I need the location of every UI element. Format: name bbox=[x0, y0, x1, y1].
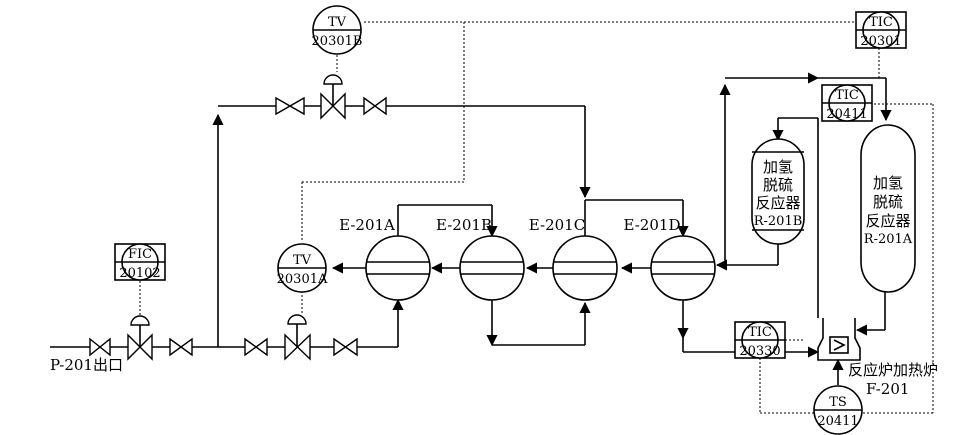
ts20411-label-bottom: 20411 bbox=[817, 414, 858, 429]
tv20301b-label-top: TV bbox=[328, 15, 347, 30]
tv20301a-control-valve bbox=[284, 314, 311, 361]
instrument-tv20301b bbox=[312, 5, 362, 55]
inlet-gate-valve bbox=[89, 337, 111, 357]
tic20330-label-bottom: 20330 bbox=[739, 344, 780, 359]
instrument-tic20330 bbox=[734, 321, 786, 359]
tva-upstream-valve bbox=[244, 337, 268, 357]
reactor-r201a bbox=[860, 124, 916, 293]
instrument-tic20301 bbox=[855, 11, 907, 49]
fic20102-label-top: FIC bbox=[128, 247, 152, 262]
instrument-ts20411 bbox=[813, 385, 863, 435]
heater-f201 bbox=[817, 318, 861, 361]
fic-downstream-valve bbox=[169, 337, 193, 357]
instrument-tv20301a bbox=[277, 243, 327, 293]
exchanger-e201b bbox=[459, 235, 525, 301]
bypass-downstream-valve bbox=[363, 96, 387, 116]
exchanger-e201a-label: E-201A bbox=[339, 216, 395, 234]
fic-control-valve bbox=[127, 315, 153, 361]
tv20301a-label-bottom: 20301A bbox=[277, 272, 328, 287]
reactor-r201a-line3: 反应器 bbox=[865, 212, 910, 230]
tic20411-label-bottom: 20411 bbox=[826, 107, 867, 122]
exchanger-e201d bbox=[650, 235, 716, 301]
tv20301b-label-bottom: 20301B bbox=[312, 34, 363, 49]
reactor-r201a-line4: R-201A bbox=[864, 232, 913, 247]
exchanger-e201b-label: E-201B bbox=[436, 216, 492, 234]
process-lines bbox=[50, 72, 892, 385]
tv20301b-control-valve bbox=[320, 74, 346, 120]
tic20411-label-top: TIC bbox=[835, 88, 859, 103]
instrument-fic20102 bbox=[114, 243, 166, 281]
tic20330-label-top: TIC bbox=[748, 325, 772, 340]
exchanger-e201c-label: E-201C bbox=[529, 216, 585, 234]
instrument-tic20411 bbox=[821, 84, 873, 122]
tic20301-label-bottom: 20301 bbox=[860, 34, 901, 49]
inlet-label: P-201出口 bbox=[50, 356, 123, 374]
reactor-r201a-line2: 脱硫 bbox=[873, 193, 903, 211]
heater-label-name: 反应炉加热炉 bbox=[848, 361, 938, 379]
exchanger-e201d-label: E-201D bbox=[624, 216, 681, 234]
exchanger-e201c bbox=[552, 235, 618, 301]
fic20102-label-bottom: 20102 bbox=[119, 266, 160, 281]
tic20301-label-top: TIC bbox=[869, 15, 893, 30]
bypass-upstream-valve bbox=[275, 96, 305, 116]
signal-lines bbox=[139, 21, 934, 414]
reactor-r201b-line1: 加氢 bbox=[763, 158, 793, 176]
reactor-r201b bbox=[751, 138, 805, 245]
reactor-r201b-line4: R-201B bbox=[754, 214, 803, 229]
heater-label-tag: F-201 bbox=[866, 380, 909, 398]
ts20411-label-top: TS bbox=[829, 395, 847, 410]
tv20301a-label-top: TV bbox=[293, 253, 312, 268]
reactor-r201b-line2: 脱硫 bbox=[763, 176, 793, 194]
reactor-r201b-line3: 反应器 bbox=[755, 194, 800, 212]
reactor-r201a-line1: 加氢 bbox=[873, 174, 903, 192]
exchanger-e201a bbox=[365, 235, 431, 301]
tva-downstream-valve bbox=[333, 337, 358, 357]
